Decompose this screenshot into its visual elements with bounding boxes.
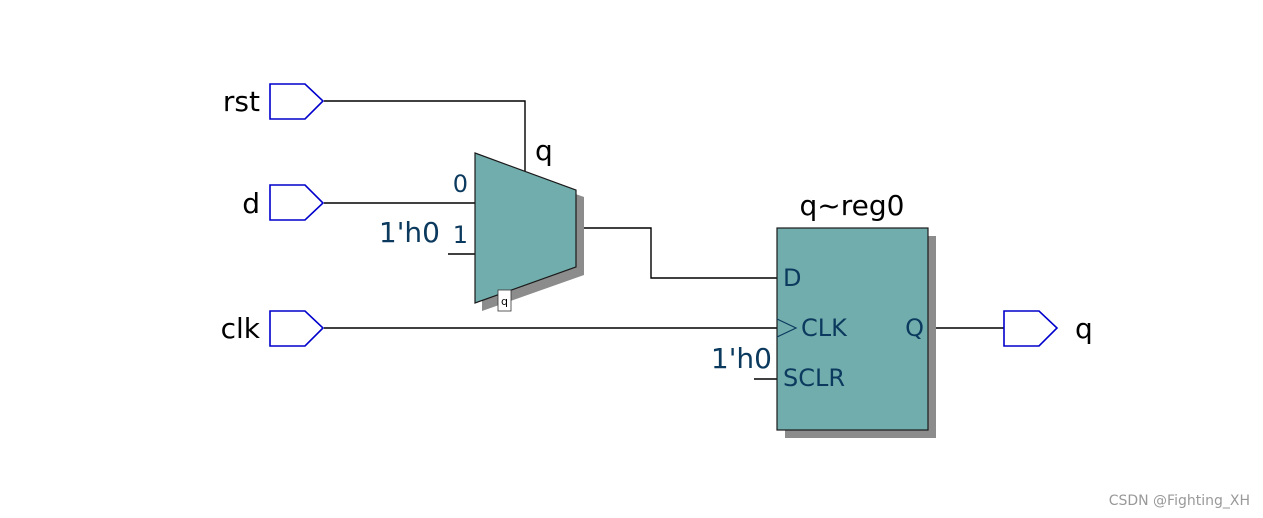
mux-input1-constant: 1'h0 (379, 216, 440, 249)
register-pin-q: Q (905, 314, 924, 342)
wire-rst-to-mux-select[interactable] (324, 100, 526, 172)
mux-input0-label: 0 (453, 170, 468, 198)
mux-body[interactable] (474, 152, 577, 304)
output-port-q[interactable]: q (1003, 310, 1093, 347)
register-pin-sclr: SCLR (783, 364, 845, 392)
port-q-symbol[interactable] (1003, 310, 1059, 347)
port-d-label: d (242, 187, 260, 220)
register-instance-label: q~reg0 (800, 189, 905, 222)
mux-block[interactable]: q 0 1 1'h0 q (379, 134, 584, 312)
register-body[interactable] (776, 227, 929, 431)
mux-input1-label: 1 (453, 221, 468, 249)
port-rst-symbol[interactable] (269, 83, 325, 120)
port-clk-label: clk (221, 312, 261, 345)
mux-instance-label: q (535, 134, 553, 167)
wires (324, 100, 1004, 380)
input-port-clk[interactable]: clk (221, 310, 325, 347)
register-clock-triangle (776, 318, 798, 338)
register-pin-clk: CLK (801, 314, 848, 342)
mux-select-tag-label: q (501, 295, 508, 308)
port-clk-symbol[interactable] (269, 310, 325, 347)
input-port-rst[interactable]: rst (223, 83, 325, 120)
wire-mux-out-to-reg-d[interactable] (576, 227, 777, 279)
register-pin-d: D (783, 264, 801, 292)
register-block[interactable]: q~reg0 D CLK SCLR Q 1'h0 (711, 189, 936, 438)
watermark: CSDN @Fighting_XH (1109, 493, 1250, 509)
port-q-label: q (1075, 312, 1093, 345)
input-port-d[interactable]: d (242, 184, 325, 221)
port-rst-label: rst (223, 85, 260, 118)
register-sclr-constant: 1'h0 (711, 342, 772, 375)
mux-select-tag[interactable] (497, 289, 512, 312)
port-d-symbol[interactable] (269, 184, 325, 221)
